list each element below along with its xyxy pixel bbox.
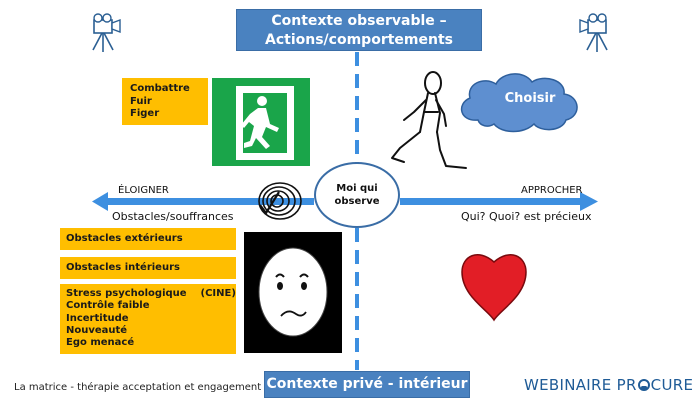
brand-text-end: CURE [650,376,694,394]
camera-icon [579,13,608,52]
left-arrow [92,192,314,211]
stress-line: Ego menacé [66,337,135,349]
stress-line: Stress psychologique (CINE) [66,288,236,299]
stress-box: Stress psychologique (CINE) Contrôle fai… [60,284,236,354]
internal-obstacles-box: Obstacles intérieurs [60,257,236,279]
axis-left-label: ÉLOIGNER [118,185,169,196]
emergency-exit-icon [212,78,310,166]
bottom-title-box: Contexte privé - intérieur [264,371,470,398]
brand-o-icon [637,379,650,391]
axis-left-sublabel: Obstacles/souffrances [112,210,234,223]
fight-label: Combattre [130,83,190,94]
camera-icon [92,13,121,52]
fingerprint-icon [258,182,302,220]
stress-line: Nouveauté [66,324,128,336]
axis-right-sublabel: Qui? Quoi? est précieux [461,210,592,223]
walking-person-icon [391,71,467,169]
right-arrow [400,192,598,211]
stress-line: Incertitude [66,312,129,324]
sad-face-icon [258,247,328,337]
external-obstacles-box: Obstacles extérieurs [60,228,236,250]
footer-caption: La matrice - thérapie acceptation et eng… [14,382,262,393]
top-title-line2: Actions/comportements [265,32,453,48]
stress-line: Contrôle faible [66,300,150,312]
top-title-line1: Contexte observable – [271,13,447,29]
brand-text-start: WEBINAIRE PR [524,376,637,394]
choose-label: Choisir [504,91,556,106]
observer-ellipse: Moi qui observe [314,162,400,228]
axis-right-label: APPROCHER [521,185,583,196]
top-title-box: Contexte observable – Actions/comporteme… [236,9,482,51]
brand-logo: WEBINAIRE PR CURE [524,376,693,394]
fight-flight-box: Combattre Fuir Figer [122,78,208,125]
flight-label: Fuir [130,95,152,107]
heart-icon [461,254,527,322]
observer-line1: Moi qui [336,183,378,194]
observer-line2: observe [334,196,380,207]
freeze-label: Figer [130,108,160,119]
cloud-shape [460,73,578,133]
sad-face-panel [244,232,342,353]
